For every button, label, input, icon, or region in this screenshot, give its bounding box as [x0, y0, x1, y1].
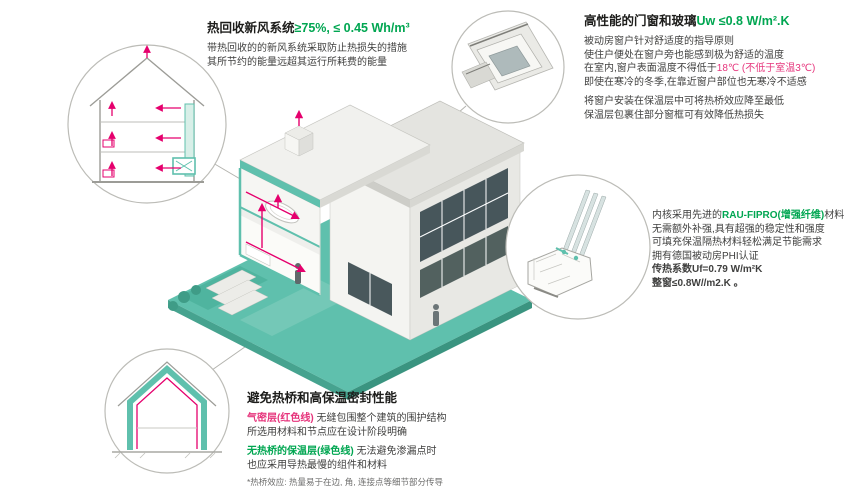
thermal-bridge-section: 避免热桥和高保温密封性能 气密层(红色线) 无缝包围整个建筑的围护结构 所选用材…: [247, 387, 527, 488]
kitchen-counter: [245, 243, 271, 267]
ventilation-pipes: [245, 109, 306, 272]
ventilation-inset-circle: [67, 44, 227, 204]
thermal-title: 避免热桥和高保温密封性能: [247, 391, 398, 405]
windows-section: 高性能的门窗和玻璃Uw ≤0.8 W/m².K 被动房窗户针对舒适度的指导原则 …: [584, 10, 862, 122]
heat-exchanger-box: [172, 157, 196, 175]
windows-line6: 保温层包裹住部分窗框可有效降低热损失: [584, 109, 764, 121]
profile-line4: 拥有德国被动房PHI认证: [652, 250, 759, 262]
heat-recovery-line1: 带热回收的的新风系统采取防止热损失的措施: [207, 43, 407, 54]
heat-recovery-title-value: ≥75%, ≤ 0.45 Wh/m³: [294, 21, 410, 35]
thermal-line3: 无热桥的保温层(绿色线) 无法避免渗漏点时: [247, 445, 527, 459]
thermal-line1-text: 无缝包围整个建筑的围护结构: [313, 413, 447, 424]
windows-line5: 将窗户安装在保温层中可将热桥效应降至最低: [584, 96, 784, 107]
terrace-steps: [205, 269, 269, 316]
profile-uf-value: 传热系数Uf=0.79 W/m²K: [652, 264, 763, 275]
profile-line1-material: RAU-FIPRO(增强纤维): [722, 210, 825, 221]
windows-line3-note: (不低于室温3℃): [739, 63, 816, 74]
thermal-footnote: *热桥效应: 热量易于在边, 角, 连接点等细节部分传导: [247, 477, 443, 487]
profile-line1-suffix: 材料: [824, 210, 845, 221]
windows-title-label: 高性能的门窗和玻璃: [584, 14, 697, 28]
profile-line2: 无需额外补强,具有超强的稳定性和强度: [652, 223, 825, 235]
windows-line3-text: 在室内,窗户表面温度不得低于: [584, 63, 717, 74]
profile-line1: 内核采用先进的RAU-FIPRO(增强纤维)材料: [652, 209, 865, 223]
windows-line1: 被动房窗户针对舒适度的指导原则: [584, 36, 734, 47]
hrv-rooftop-unit: [284, 125, 314, 157]
person-figure-indoor: [295, 263, 301, 284]
profile-uw-value: 整窗≤0.8W//m2.K 。: [652, 277, 744, 289]
window-corner-inset-circle: [451, 10, 565, 124]
heat-recovery-line2: 其所节约的能量远超其运行所耗费的能量: [207, 56, 387, 68]
triple-glazing: [559, 189, 607, 266]
profile-line1-text: 内核采用先进的: [652, 210, 722, 221]
windows-line4: 即使在寒冷的冬季,在靠近窗户部位也无寒冷不适感: [584, 76, 807, 88]
person-figure-terrace: [433, 304, 439, 326]
thermal-line2: 所选用材料和节点应在设计阶段明确: [247, 426, 407, 438]
thermal-line4: 也应采用导热最慢的组件和材料: [247, 459, 387, 471]
house-right-block: [325, 100, 525, 341]
heat-recovery-title-label: 热回收新风系统: [207, 21, 295, 35]
windows-line3-temp: 18℃: [716, 63, 740, 74]
thermal-insulation-label: 无热桥的保温层(绿色线): [247, 446, 354, 457]
windows-line2: 使住户便处在窗户旁也能感到极为舒适的温度: [584, 49, 784, 61]
profile-line3: 可填充保温隔热材料轻松满足节能需求: [652, 237, 822, 248]
windows-line3: 在室内,窗户表面温度不得低于18℃ (不低于室温3℃): [584, 62, 862, 76]
thermal-line1: 气密层(红色线) 无缝包围整个建筑的围护结构: [247, 412, 527, 426]
insulation-inset-circle: [104, 348, 230, 474]
thermal-line3-text: 无法避免渗漏点时: [353, 446, 437, 457]
windows-title-value: Uw ≤0.8 W/m².K: [696, 14, 790, 28]
house-cutaway-wing: [238, 104, 431, 297]
heat-recovery-section: 热回收新风系统≥75%, ≤ 0.45 Wh/m³ 带热回收的的新风系统采取防止…: [207, 17, 457, 69]
windows-title: 高性能的门窗和玻璃Uw ≤0.8 W/m².K: [584, 10, 862, 29]
window-profile-inset-circle: [505, 174, 651, 320]
thermal-airtight-label: 气密层(红色线): [247, 413, 314, 424]
profile-section: 内核采用先进的RAU-FIPRO(增强纤维)材料 无需额外补强,具有超强的稳定性…: [652, 209, 865, 290]
heat-recovery-title: 热回收新风系统≥75%, ≤ 0.45 Wh/m³: [207, 17, 457, 36]
glass-facade: [419, 168, 509, 298]
